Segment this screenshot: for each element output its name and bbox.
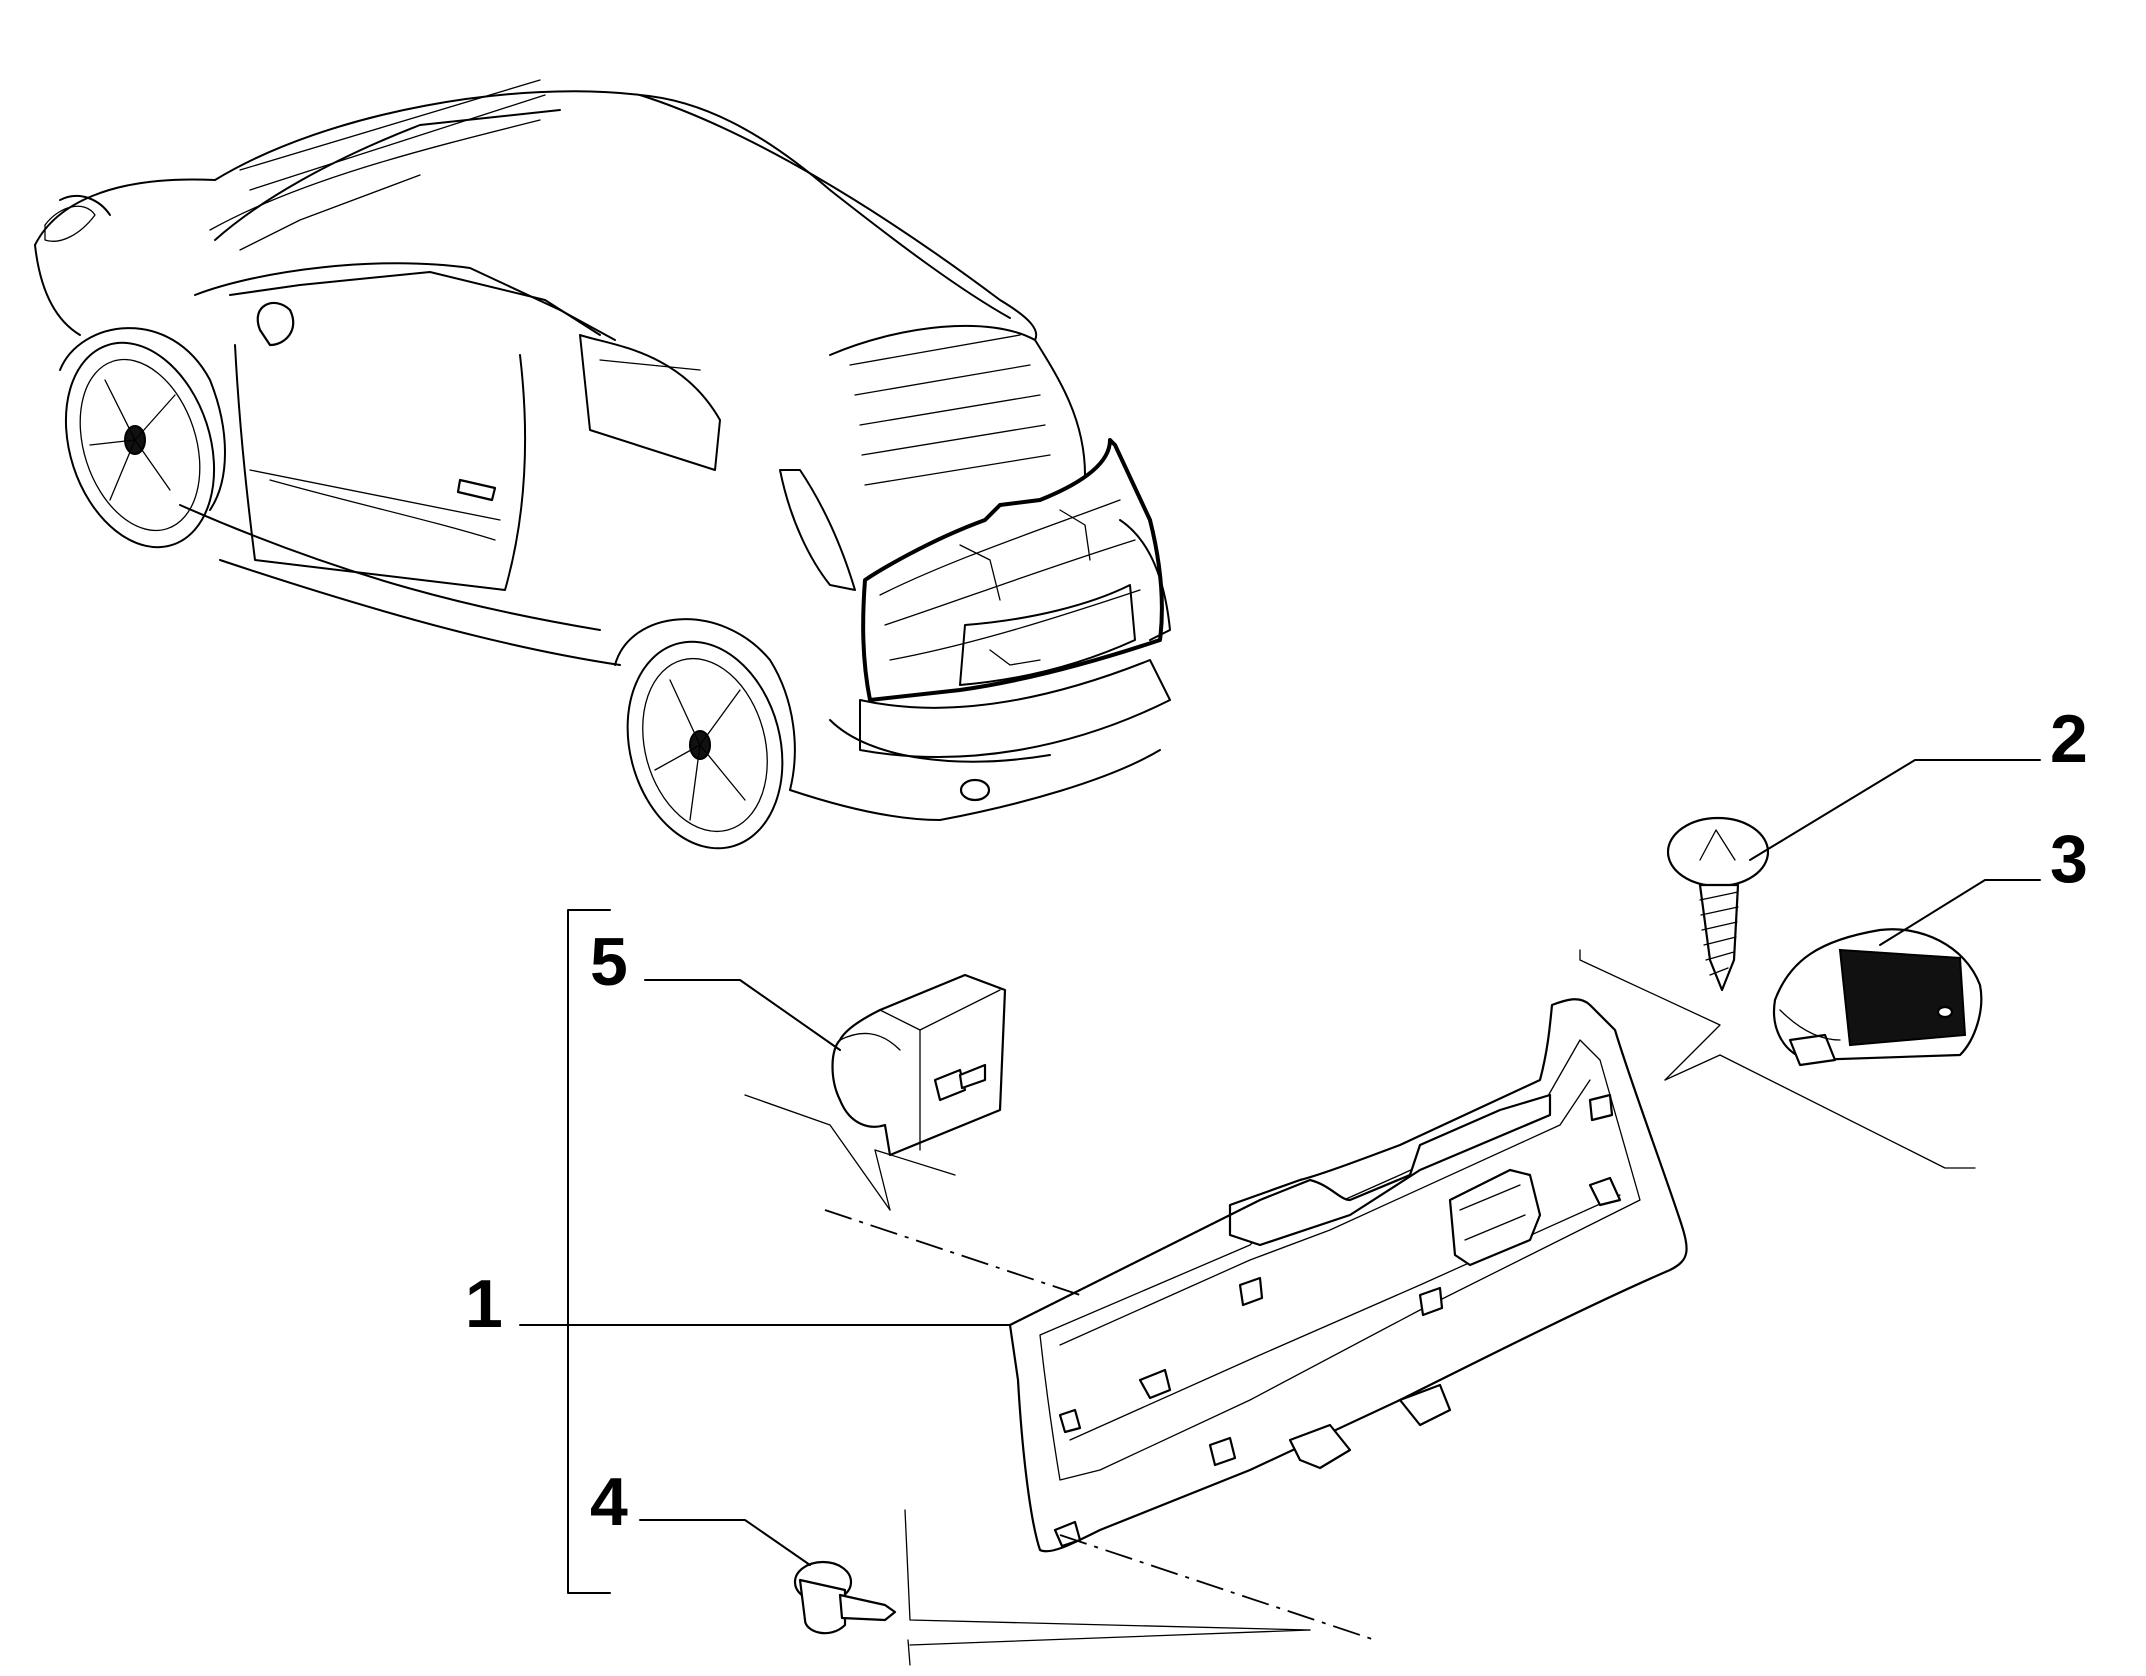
- callout-2: 2: [2050, 701, 2088, 777]
- leader-2: [1749, 759, 2041, 861]
- callout-5: 5: [590, 924, 628, 1000]
- car-illustration: [34, 79, 1171, 850]
- leader-lines: [519, 759, 2041, 1566]
- part-5-block-plug: [831, 973, 1007, 1157]
- callout-1: 1: [465, 1266, 503, 1342]
- group-bracket: [567, 909, 611, 1594]
- reference-lines: [744, 949, 1976, 1666]
- leader-3: [1879, 879, 2041, 946]
- part-1-tailgate-trim-panel: [1008, 998, 1688, 1553]
- leader-4: [639, 1519, 811, 1566]
- callout-3: 3: [2050, 821, 2088, 897]
- part-3-cover-plug: [1772, 928, 1983, 1067]
- callout-4: 4: [590, 1464, 628, 1540]
- part-4-push-clip: [793, 1560, 897, 1635]
- part-2-screw: [1666, 816, 1770, 992]
- callouts: 1 2 3 4 5: [465, 701, 2088, 1540]
- leader-5: [644, 979, 841, 1051]
